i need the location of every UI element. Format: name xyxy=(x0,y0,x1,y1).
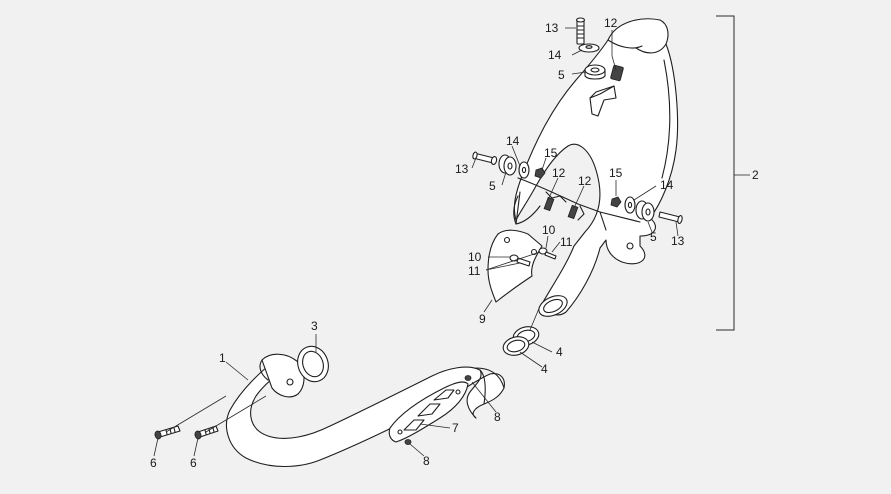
callout-12-center: 12 xyxy=(552,166,566,180)
exhaust-pipe-1 xyxy=(226,353,505,467)
screws-8 xyxy=(404,375,472,445)
gaskets-4 xyxy=(502,326,540,356)
assembly-bracket-2 xyxy=(716,15,735,331)
leader-lines xyxy=(153,27,679,457)
callout-4-lower: 4 xyxy=(541,362,548,376)
callout-11-right: 11 xyxy=(560,235,573,249)
callout-4-upper: 4 xyxy=(556,345,563,359)
callout-1: 1 xyxy=(219,351,226,365)
callout-5-right: 5 xyxy=(650,230,657,244)
left-mount-hardware xyxy=(472,151,579,220)
callout-12-top: 12 xyxy=(604,16,618,30)
callout-5-top: 5 xyxy=(558,68,565,82)
callout-15-right: 15 xyxy=(609,166,623,180)
callout-14-left: 14 xyxy=(506,134,520,148)
callout-6-right: 6 xyxy=(190,456,197,470)
callout-14-right: 14 xyxy=(660,178,674,192)
callout-13-right: 13 xyxy=(671,234,685,248)
callout-10-left: 10 xyxy=(468,250,482,264)
callout-8-lower: 8 xyxy=(423,454,430,468)
right-mount-hardware xyxy=(610,196,683,224)
heat-shield-9 xyxy=(487,229,557,303)
callout-11-left: 11 xyxy=(468,264,481,278)
callout-8-upper: 8 xyxy=(494,410,501,424)
callout-6-left: 6 xyxy=(150,456,157,470)
callout-5-left: 5 xyxy=(489,179,496,193)
bolts-6 xyxy=(154,425,219,440)
callout-13-top: 13 xyxy=(545,21,559,35)
callout-10-right: 10 xyxy=(542,223,556,237)
top-mount-hardware xyxy=(575,17,624,82)
callout-9: 9 xyxy=(479,312,486,326)
callout-15-left: 15 xyxy=(544,146,558,160)
muffler xyxy=(513,18,679,317)
callout-13-left: 13 xyxy=(455,162,469,176)
callout-7: 7 xyxy=(452,421,459,435)
callout-2: 2 xyxy=(752,168,759,182)
callout-3: 3 xyxy=(311,319,318,333)
callout-12-right: 12 xyxy=(578,174,592,188)
callouts: 1 2 3 4 4 5 5 5 6 6 7 8 8 9 10 10 11 11 … xyxy=(150,16,759,470)
heat-guard-7 xyxy=(388,381,469,443)
callout-14-top: 14 xyxy=(548,48,562,62)
gasket-3 xyxy=(297,345,329,383)
